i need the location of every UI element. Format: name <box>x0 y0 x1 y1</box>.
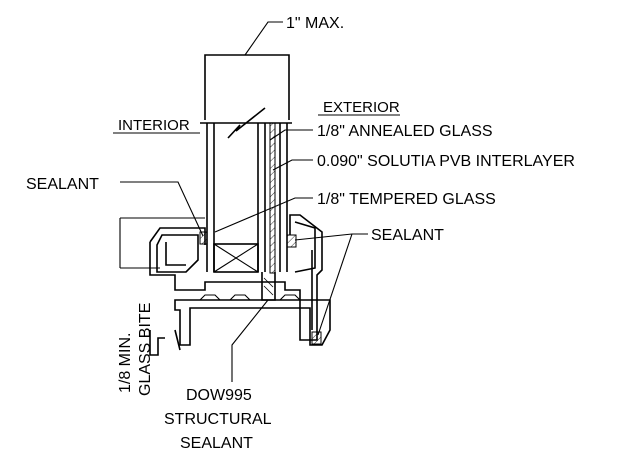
structural-label-line1: DOW995 <box>186 387 252 404</box>
glass-bite-callout: 1/8 MIN. GLASS BITE <box>117 303 154 396</box>
glass-bite-line2: GLASS BITE <box>137 303 154 396</box>
structural-sealant-callout: DOW995 STRUCTURAL SEALANT <box>164 299 272 452</box>
sealant-beads <box>199 231 322 345</box>
exterior-label: EXTERIOR <box>323 99 400 116</box>
max-width-box: 1" MAX. <box>204 15 344 120</box>
pvb-interlayer-label: 0.090" SOLUTIA PVB INTERLAYER <box>317 153 575 170</box>
spacer-block <box>213 243 259 273</box>
max-width-label: 1" MAX. <box>286 15 344 32</box>
structural-label-line2: STRUCTURAL <box>164 411 272 428</box>
glass-bite-line1: 1/8 MIN. <box>117 333 134 393</box>
frame-extrusion <box>119 214 331 356</box>
side-labels: INTERIOR EXTERIOR <box>113 99 400 134</box>
sealant-right-label: SEALANT <box>371 227 444 244</box>
structural-sealant-pocket <box>261 272 276 301</box>
sealant-left-label: SEALANT <box>26 176 99 193</box>
sealant-left-callout: SEALANT <box>26 176 204 237</box>
annealed-glass-label: 1/8" ANNEALED GLASS <box>317 123 493 140</box>
structural-label-line3: SEALANT <box>180 435 253 452</box>
interior-label: INTERIOR <box>118 117 190 134</box>
sealant-right-callout: SEALANT <box>294 227 444 336</box>
glass-leaders: 1/8" ANNEALED GLASS 0.090" SOLUTIA PVB I… <box>214 123 575 233</box>
tempered-glass-label: 1/8" TEMPERED GLASS <box>317 191 496 208</box>
